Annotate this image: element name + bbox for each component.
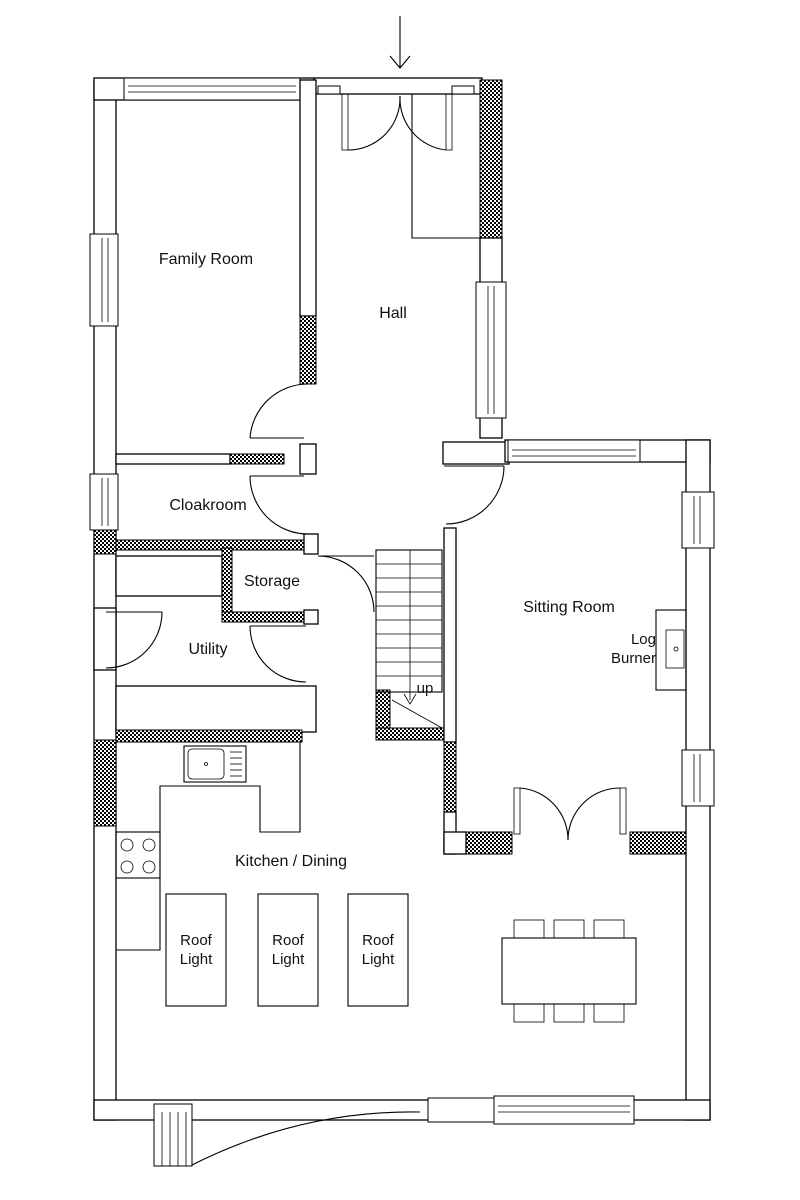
roof-lights (165, 893, 409, 1007)
stairs-up-label: up (417, 680, 434, 697)
roof-light-2-line1: Roof (272, 932, 305, 949)
kitchen-dining-label: Kitchen / Dining (235, 853, 347, 870)
windows (89, 77, 715, 1125)
storage-label: Storage (244, 573, 300, 590)
log-burner-label-2: Burner (611, 650, 656, 667)
roof-light-3-line2: Light (362, 951, 395, 968)
dining-table (501, 919, 637, 1023)
doors (105, 93, 627, 1167)
sitting-room-label: Sitting Room (523, 599, 615, 616)
roof-light-2-line2: Light (272, 951, 305, 968)
interior-walls (93, 79, 687, 855)
utility-label: Utility (188, 641, 227, 658)
kitchen-units (115, 741, 301, 951)
log-burner-label-1: Log (631, 631, 656, 648)
family-room-label: Family Room (159, 251, 253, 268)
entrance-arrow (389, 16, 411, 69)
cloakroom-label: Cloakroom (169, 497, 246, 514)
hall-label: Hall (379, 305, 407, 322)
log-burner (655, 609, 687, 691)
roof-light-1-line1: Roof (180, 932, 213, 949)
staircase (375, 549, 443, 729)
roof-light-1-line2: Light (180, 951, 213, 968)
roof-light-3-line1: Roof (362, 932, 395, 949)
